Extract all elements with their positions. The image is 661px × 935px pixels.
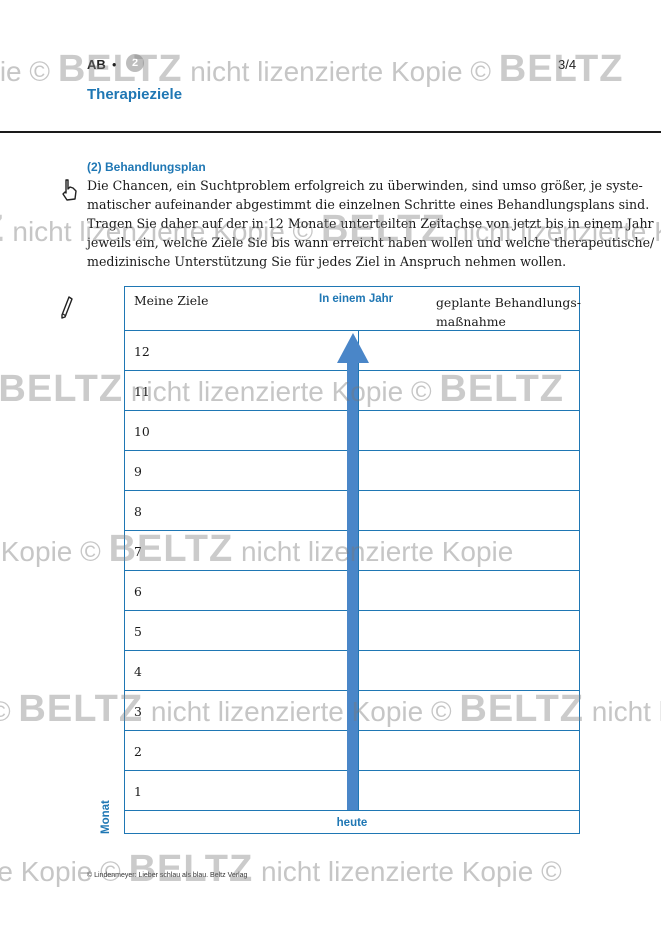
- header-ab: AB: [87, 57, 106, 72]
- column-header-measures-line1: geplante Behandlungs-: [436, 295, 581, 310]
- instruction-line: jeweils ein, welche Ziele Sie bis wann e…: [87, 235, 655, 250]
- month-label: 2: [134, 744, 142, 759]
- month-label: 10: [134, 424, 150, 439]
- timeline-arrow-head: [337, 333, 369, 363]
- month-label: 7: [134, 544, 142, 559]
- page-number: 3/4: [558, 57, 577, 72]
- header-bullet: •: [112, 57, 117, 72]
- row-divider: [125, 810, 579, 811]
- month-label: 8: [134, 504, 142, 519]
- hand-pointing-icon: [60, 178, 78, 206]
- section-heading: (2) Behandlungsplan: [87, 160, 206, 174]
- timeline-arrow-shaft: [347, 361, 358, 810]
- month-label: 9: [134, 464, 142, 479]
- pencil-icon: [60, 296, 74, 324]
- column-header-measures-line2: maßnahme: [436, 314, 506, 329]
- month-label: 1: [134, 784, 142, 799]
- month-label: 6: [134, 584, 142, 599]
- copyright-footer: © Lindenmeyer: Lieber schlau als blau. B…: [87, 872, 248, 879]
- month-label: 12: [134, 344, 150, 359]
- column-header-goals: Meine Ziele: [134, 293, 209, 308]
- section-instructions: Die Chancen, ein Suchtproblem erfolgreic…: [87, 176, 655, 271]
- watermark: nicht lizenzierte Kopie © BELTZ nicht li…: [0, 848, 562, 890]
- column-header-measures: geplante Behandlungs- maßnahme: [436, 293, 581, 331]
- page-title: Therapieziele: [87, 86, 183, 103]
- header-rule: [0, 131, 661, 133]
- month-label: 5: [134, 624, 142, 639]
- treatment-plan-table: Meine Ziele In einem Jahr geplante Behan…: [124, 286, 581, 834]
- instruction-line: medizinische Unterstützung Sie für jedes…: [87, 254, 567, 269]
- column-divider: [358, 330, 359, 810]
- instruction-line: matischer aufeinander abgestimmt die ein…: [87, 197, 650, 212]
- month-label: 11: [134, 384, 150, 399]
- month-label: 4: [134, 664, 142, 679]
- row-divider: [125, 330, 579, 331]
- timeline-arrow: [337, 333, 369, 810]
- timeline-end-label: In einem Jahr: [319, 293, 394, 305]
- timeline-start-label: heute: [336, 817, 368, 829]
- instruction-line: Die Chancen, ein Suchtproblem erfolgreic…: [87, 178, 643, 193]
- worksheet-number-badge: 2: [126, 54, 144, 72]
- axis-label-month: Monat: [100, 800, 112, 834]
- instruction-line: Tragen Sie daher auf der in 12 Monate un…: [87, 216, 654, 231]
- month-label: 3: [134, 704, 142, 719]
